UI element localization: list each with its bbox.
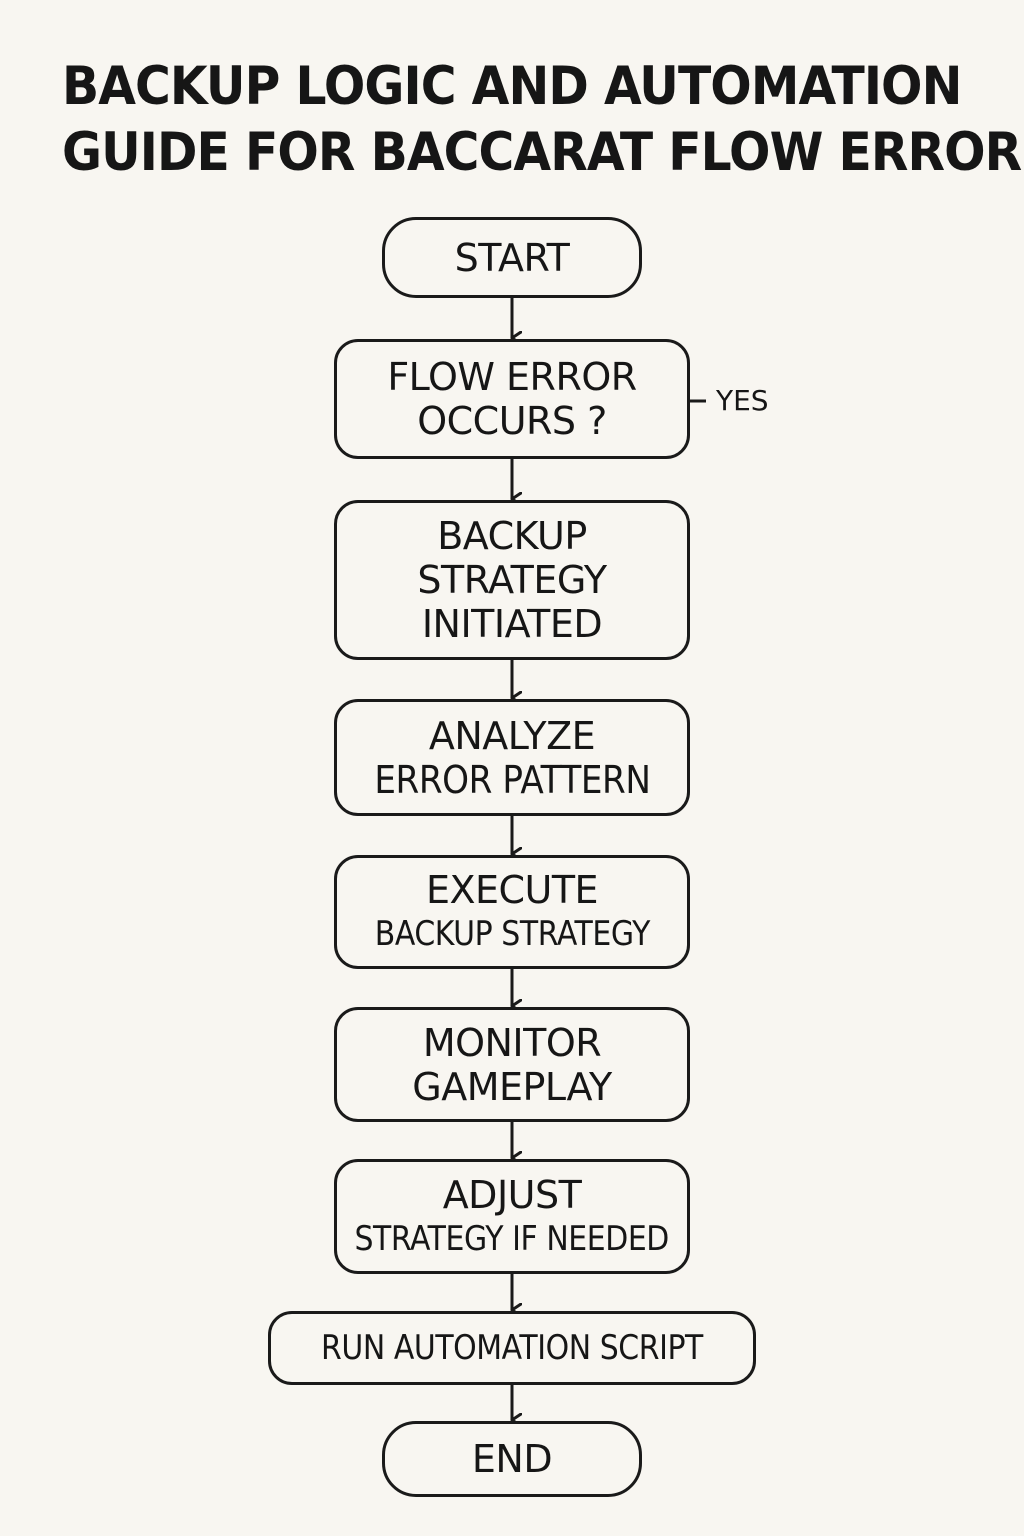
flow-error-decision-node: FLOW ERROR OCCURS ?	[334, 339, 690, 459]
execute-node: EXECUTE BACKUP STRATEGY	[334, 855, 690, 969]
title-line-2: GUIDE FOR BACCARAT FLOW ERRORS	[62, 122, 1024, 183]
title-line-1: BACKUP LOGIC AND AUTOMATION	[62, 56, 962, 117]
end-node: END	[382, 1421, 642, 1497]
adjust-line-1: ADJUST	[442, 1172, 582, 1217]
adjust-node: ADJUST STRATEGY IF NEEDED	[334, 1159, 690, 1274]
execute-line-1: EXECUTE	[425, 868, 599, 912]
end-label: END	[471, 1437, 553, 1481]
flow-error-line-2: OCCURS ?	[417, 399, 607, 443]
adjust-line-2: STRATEGY IF NEEDED	[354, 1218, 670, 1259]
monitor-line-2: GAMEPLAY	[412, 1064, 612, 1109]
backup-initiated-line-2: STRATEGY	[417, 558, 607, 602]
backup-initiated-line-3: INITIATED	[421, 602, 603, 646]
run-script-label: RUN AUTOMATION SCRIPT	[321, 1328, 703, 1368]
monitor-line-1: MONITOR	[422, 1020, 602, 1065]
flow-error-line-1: FLOW ERROR	[387, 355, 637, 399]
run-script-node: RUN AUTOMATION SCRIPT	[268, 1311, 756, 1385]
yes-branch-label: YES	[716, 384, 769, 417]
start-label: START	[454, 235, 570, 280]
analyze-line-2: ERROR PATTERN	[373, 757, 651, 802]
backup-initiated-line-1: BACKUP	[437, 514, 587, 558]
diagram-title: BACKUP LOGIC AND AUTOMATION GUIDE FOR BA…	[62, 54, 1024, 186]
execute-line-2: BACKUP STRATEGY	[374, 914, 650, 954]
start-node: START	[382, 217, 642, 298]
analyze-line-1: ANALYZE	[428, 713, 596, 758]
backup-initiated-node: BACKUP STRATEGY INITIATED	[334, 500, 690, 660]
monitor-node: MONITOR GAMEPLAY	[334, 1007, 690, 1122]
analyze-node: ANALYZE ERROR PATTERN	[334, 699, 690, 816]
